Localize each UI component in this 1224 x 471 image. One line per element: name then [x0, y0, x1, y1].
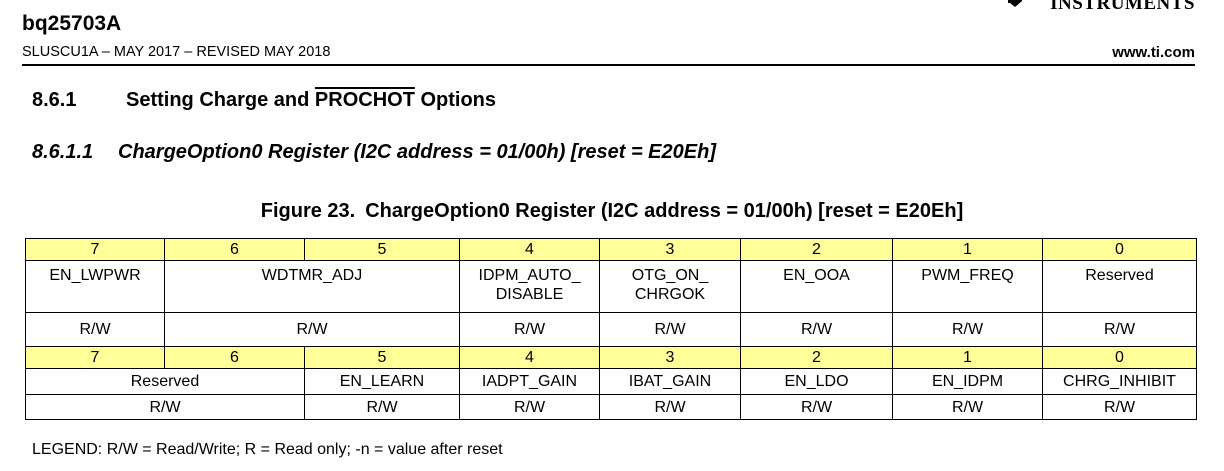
access-cell: R/W	[740, 312, 893, 347]
subsection-heading: 8.6.1.1 ChargeOption0 Register (I2C addre…	[32, 141, 716, 164]
bit-number-cell: 2	[740, 238, 893, 261]
part-number: bq25703A	[22, 12, 122, 35]
ti-logo-icon	[1008, 0, 1022, 7]
bit-number-cell: 6	[164, 238, 305, 261]
field-name-cell: IBAT_GAIN	[599, 368, 741, 395]
field-name-cell: WDTMR_ADJ	[164, 260, 460, 313]
bit-number-cell: 4	[459, 346, 600, 369]
subsection-number: 8.6.1.1	[32, 141, 94, 163]
header-divider	[22, 64, 1195, 66]
bit-number-cell: 1	[892, 346, 1043, 369]
access-cell: R/W	[459, 394, 600, 420]
bit-number-cell: 1	[892, 238, 1043, 261]
section-title-suffix: Options	[414, 89, 497, 111]
field-name-cell: EN_LEARN	[304, 368, 460, 395]
field-name-cell: EN_IDPM	[892, 368, 1043, 395]
figure-title: ChargeOption0 Register (I2C address = 01…	[365, 200, 964, 222]
bit-number-cell: 5	[304, 238, 460, 261]
field-name-cell: Reserved	[25, 368, 305, 395]
access-cell: R/W	[740, 394, 893, 420]
bit-number-cell: 0	[1042, 238, 1197, 261]
section-number: 8.6.1	[32, 89, 77, 111]
access-cell: R/W	[459, 312, 600, 347]
section-title-prochot: PROCHOT	[314, 89, 415, 111]
document-id: SLUSCU1A – MAY 2017 – REVISED MAY 2018	[22, 44, 331, 60]
field-name-cell: PWM_FREQ	[892, 260, 1043, 313]
access-cell: R/W	[599, 394, 741, 420]
field-name-cell: CHRG_INHIBIT	[1042, 368, 1197, 395]
section-title-prefix: Setting Charge and	[126, 89, 315, 111]
bit-number-cell: 0	[1042, 346, 1197, 369]
figure-caption: Figure 23. ChargeOption0 Register (I2C ad…	[0, 200, 1224, 223]
figure-label: Figure 23.	[260, 200, 356, 222]
ti-logo-text: INSTRUMENTS	[1050, 0, 1195, 14]
website-link[interactable]: www.ti.com	[1112, 44, 1195, 61]
bit-number-cell: 6	[164, 346, 305, 369]
field-name-cell: Reserved	[1042, 260, 1197, 313]
subsection-title: ChargeOption0 Register (I2C address = 01…	[118, 141, 716, 163]
field-name-cell: OTG_ON_ CHRGOK	[599, 260, 741, 313]
bit-number-cell: 7	[25, 238, 165, 261]
bit-number-cell: 5	[304, 346, 460, 369]
bit-number-cell: 4	[459, 238, 600, 261]
legend: LEGEND: R/W = Read/Write; R = Read only;…	[32, 441, 503, 458]
bit-number-cell: 3	[599, 238, 741, 261]
field-name-cell: EN_OOA	[740, 260, 893, 313]
field-name-cell: IADPT_GAIN	[459, 368, 600, 395]
access-cell: R/W	[1042, 312, 1197, 347]
access-cell: R/W	[1042, 394, 1197, 420]
bit-number-cell: 2	[740, 346, 893, 369]
field-name-cell: EN_LDO	[740, 368, 893, 395]
bit-number-cell: 7	[25, 346, 165, 369]
access-cell: R/W	[304, 394, 460, 420]
access-cell: R/W	[892, 312, 1043, 347]
access-cell: R/W	[599, 312, 741, 347]
access-cell: R/W	[892, 394, 1043, 420]
bit-number-cell: 3	[599, 346, 741, 369]
access-cell: R/W	[164, 312, 460, 347]
field-name-cell: IDPM_AUTO_ DISABLE	[459, 260, 600, 313]
access-cell: R/W	[25, 394, 305, 420]
field-name-cell: EN_LWPWR	[25, 260, 165, 313]
access-cell: R/W	[25, 312, 165, 347]
section-heading: 8.6.1 Setting Charge and PROCHOT Options	[32, 89, 496, 112]
